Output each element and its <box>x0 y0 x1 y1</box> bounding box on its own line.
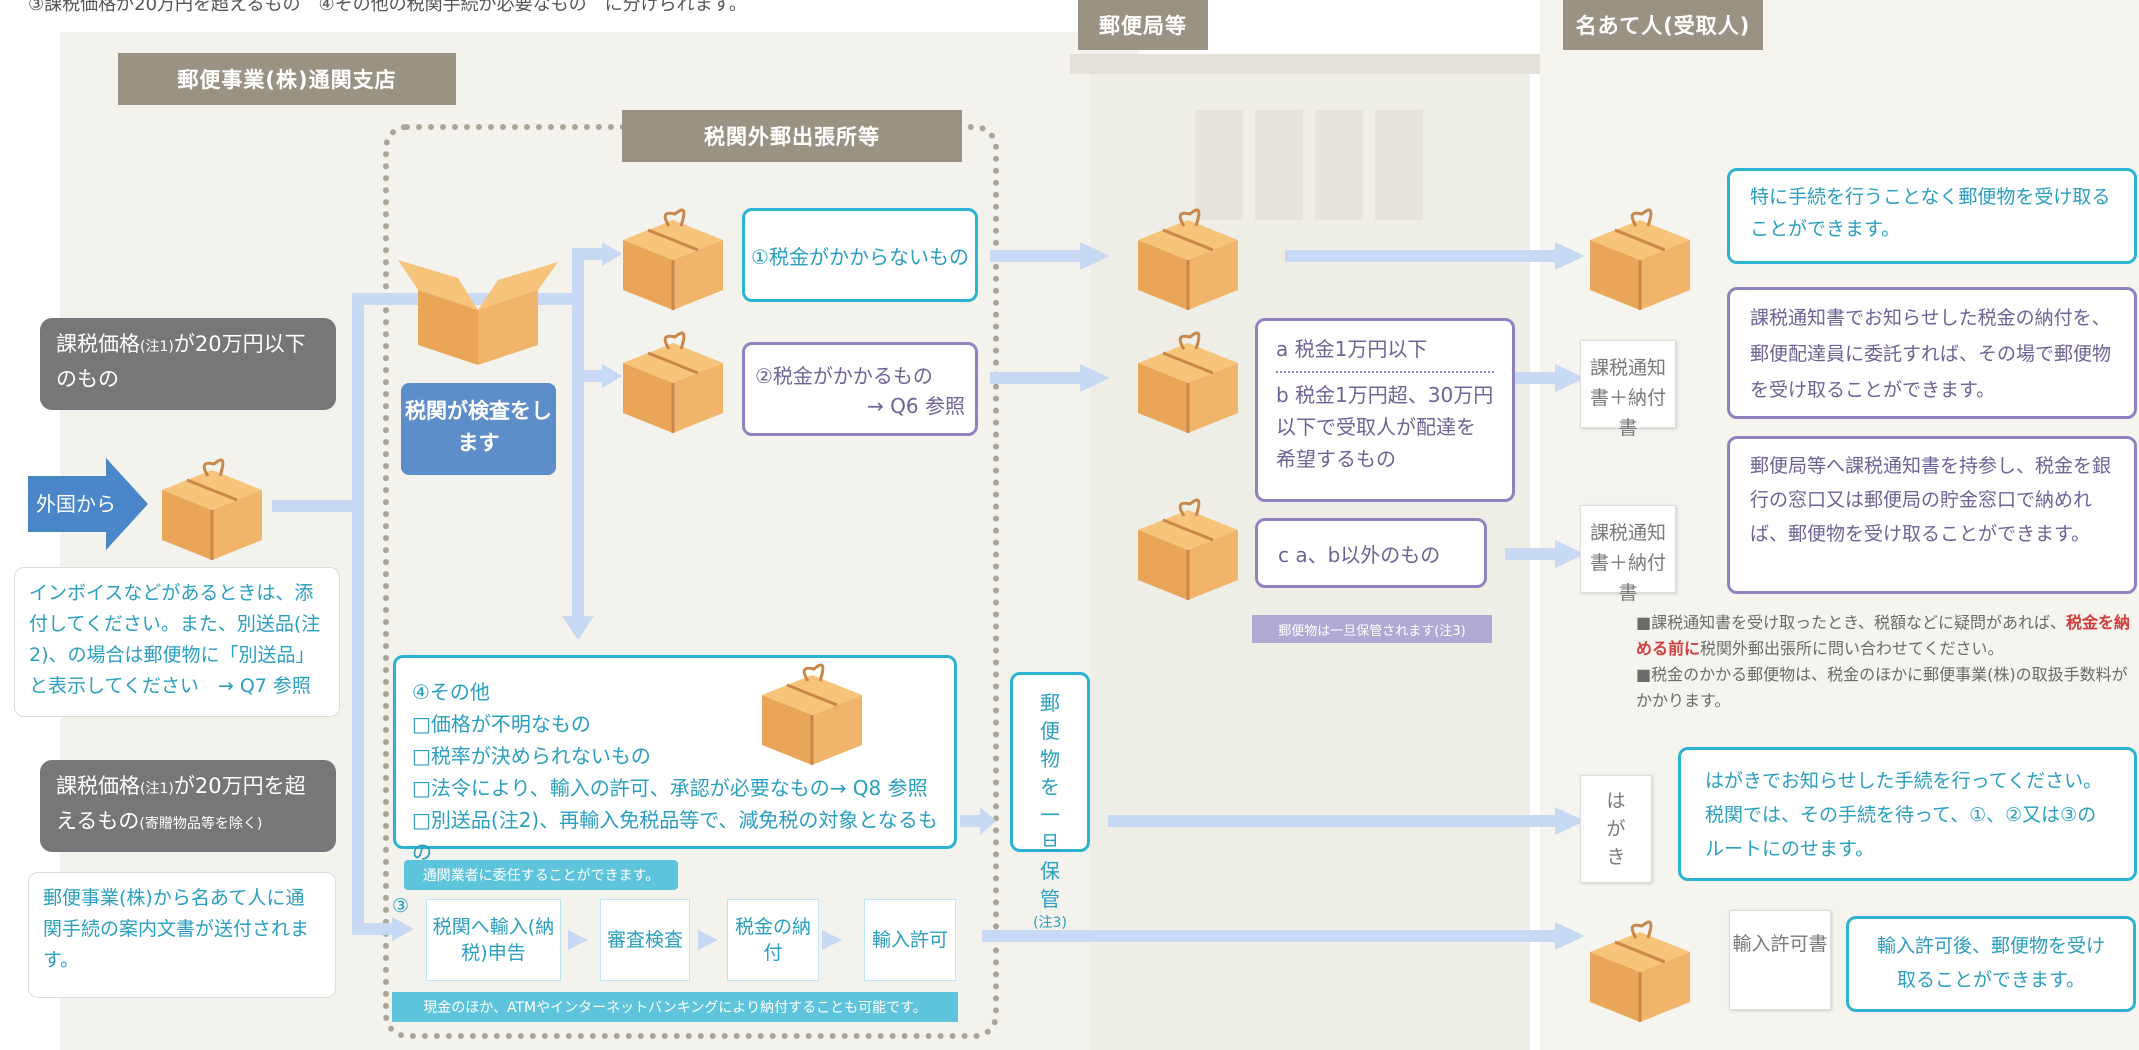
package-icon <box>1136 498 1240 602</box>
note1-pre: ■課税通知書を受け取ったとき、税額などに疑問があれば、 <box>1636 613 2066 632</box>
r4-text: はがきでお知らせした手続を行ってください。税関では、その手続を待って、①、②又は… <box>1705 770 2103 860</box>
route2-line2: → Q6 参照 <box>867 394 965 418</box>
package-icon <box>621 208 725 312</box>
other-item: □別送品(注2)、再輸入免税品等で、減免税の対象となるもの <box>412 808 938 864</box>
from-abroad-arrow-shape <box>28 458 148 550</box>
hagaki-text: はがき <box>1606 790 1626 868</box>
top-text: ③課税価格が20万円を超えるもの ④その他の税関手続が必要なもの に分けられます… <box>28 0 747 15</box>
building-windows <box>1195 110 1435 220</box>
under-200k-label: 課税価格(注1)が20万円以下のもの <box>40 318 336 410</box>
under-200k-rest: が20万円以下のもの <box>56 332 306 391</box>
recipient-r5: 輸入許可後、郵便物を受け取ることができます。 <box>1846 916 2136 1012</box>
step-inspect: 審査検査 <box>600 899 690 981</box>
hold-strip: 郵便物は一旦保管されます(注3) <box>1252 615 1492 643</box>
tax-notice-2: 課税通知書＋納付書 <box>1580 505 1676 604</box>
permit-text: 輸入許可書 <box>1732 933 1828 955</box>
invoice-note: インボイスなどがあるときは、添付してください。また、別送品(注2)、の場合は郵便… <box>14 567 340 717</box>
building-roof <box>1070 54 1540 74</box>
notice-doc: 郵便事業(株)から名あて人に通関手続の案内文書が送付されます。 <box>28 872 336 998</box>
recipient-r1: 特に手続を行うことなく郵便物を受け取ることができます。 <box>1727 168 2137 264</box>
post-c-box: c a、b以外のもの <box>1255 518 1487 588</box>
inspection-box: 税関が検査をします <box>401 383 556 475</box>
post-c: c a、b以外のもの <box>1278 542 1441 567</box>
tax-notice-1-text: 課税通知書＋納付書 <box>1589 357 1666 439</box>
other-title: ④その他 <box>412 680 490 704</box>
package-icon <box>760 663 864 767</box>
step-permit: 輸入許可 <box>864 899 956 981</box>
r5-text: 輸入許可後、郵便物を受け取ることができます。 <box>1876 935 2105 991</box>
over-200k-note: (注1) <box>140 781 174 797</box>
package-icon <box>1136 331 1240 435</box>
r2-text: 課税通知書でお知らせした税金の納付を、郵便配達員に委託すれば、その場で郵便物を受… <box>1750 307 2112 401</box>
hagaki-card: はがき <box>1580 775 1652 883</box>
note1-red: 税金を納める前に <box>1636 613 2131 658</box>
package-icon <box>1588 920 1692 1024</box>
recipient-r4: はがきでお知らせした手続を行ってください。税関では、その手続を待って、①、②又は… <box>1678 747 2137 881</box>
hold-box: 郵便物を一旦保管 (注3) <box>1010 672 1090 931</box>
package-icon <box>621 331 725 435</box>
other-item: □法令により、輸入の許可、承認が必要なもの→ Q8 参照 <box>412 776 928 800</box>
r1-text: 特に手続を行うことなく郵便物を受け取ることができます。 <box>1750 186 2111 240</box>
step-declare: 税関へ輸入(納税)申告 <box>426 899 561 981</box>
tab-post-office: 郵便局等 <box>1078 0 1208 50</box>
under-200k-note: (注1) <box>140 339 174 355</box>
note1: ■課税通知書を受け取ったとき、税額などに疑問があれば、税金を納める前に税関外郵出… <box>1636 610 2136 662</box>
note1-post: 税関外郵出張所に問い合わせてください。 <box>1700 639 2004 658</box>
over-200k-excl: (寄贈物品等を除く) <box>139 816 263 832</box>
permit-card: 輸入許可書 <box>1729 910 1831 1010</box>
tab-recipient: 名あて人(受取人) <box>1563 0 1763 50</box>
tab-post-branch: 郵便事業(株)通関支店 <box>118 53 456 105</box>
package-icon <box>1136 208 1240 312</box>
step-payment: 税金の納付 <box>727 899 819 981</box>
recipient-r3: 郵便局等へ課税通知書を持参し、税金を銀行の窓口又は郵便局の貯金窓口で納めれば、郵… <box>1727 436 2137 594</box>
over-200k-label: 課税価格(注1)が20万円を超えるもの(寄贈物品等を除く) <box>40 760 336 852</box>
tax-notice-1: 課税通知書＋納付書 <box>1580 340 1676 439</box>
inspection-text: 税関が検査をします <box>405 399 552 455</box>
post-ab-box: a 税金1万円以下 b 税金1万円超、30万円以下で受取人が配達を希望するもの <box>1255 318 1515 502</box>
package-icon <box>1588 208 1692 312</box>
post-b: b 税金1万円超、30万円以下で受取人が配達を希望するもの <box>1276 383 1494 471</box>
post-a: a 税金1万円以下 <box>1276 333 1494 373</box>
route1-box: ①税金がかからないもの <box>742 208 978 302</box>
broker-strip: 通関業者に委任することができます。 <box>404 860 678 890</box>
hold-vertical: 郵便物を一旦保管 <box>1040 691 1060 911</box>
recipient-notes: ■課税通知書を受け取ったとき、税額などに疑問があれば、税金を納める前に税関外郵出… <box>1636 610 2136 714</box>
tax-notice-2-text: 課税通知書＋納付書 <box>1589 522 1666 604</box>
hold-note: (注3) <box>1033 915 1067 931</box>
r3-text: 郵便局等へ課税通知書を持参し、税金を銀行の窓口又は郵便局の貯金窓口で納めれば、郵… <box>1750 455 2112 545</box>
from-abroad-label: 外国から <box>36 492 116 516</box>
tab-customs-office: 税関外郵出張所等 <box>622 110 962 162</box>
package-icon <box>160 458 264 562</box>
over-200k-rest: が20万円を超えるもの <box>56 774 306 833</box>
other-item: □税率が決められないもの <box>412 744 651 768</box>
route4-box: ④その他 □価格が不明なもの □税率が決められないもの □法令により、輸入の許可… <box>393 655 957 864</box>
open-box-icon <box>398 260 558 365</box>
over-200k-text: 課税価格 <box>56 774 140 798</box>
route1-text: ①税金がかからないもの <box>751 244 969 269</box>
note2: ■税金のかかる郵便物は、税金のほかに郵便事業(株)の取扱手数料がかかります。 <box>1636 665 2128 710</box>
route2-box: ②税金がかかるもの → Q6 参照 <box>742 342 978 436</box>
route3-mark: ③ <box>392 895 410 917</box>
route2-line1: ②税金がかかるもの <box>755 364 933 388</box>
recipient-r2: 課税通知書でお知らせした税金の納付を、郵便配達員に委託すれば、その場で郵便物を受… <box>1727 287 2137 419</box>
payment-strip: 現金のほか、ATMやインターネットバンキングにより納付することも可能です。 <box>392 992 958 1022</box>
under-200k-text: 課税価格 <box>56 332 140 356</box>
other-item: □価格が不明なもの <box>412 712 591 736</box>
